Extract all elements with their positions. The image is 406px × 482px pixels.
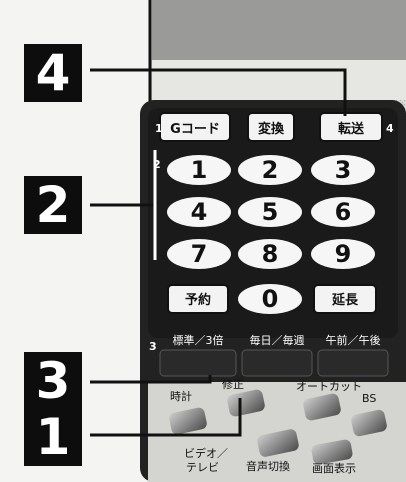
key-1[interactable] bbox=[167, 155, 231, 185]
callout-4: 4 bbox=[24, 44, 82, 102]
bs-button[interactable] bbox=[350, 409, 388, 438]
correct-button[interactable] bbox=[226, 388, 266, 417]
key-0[interactable] bbox=[238, 284, 302, 314]
henkan-button[interactable] bbox=[247, 112, 295, 142]
callout-3: 3 bbox=[24, 352, 82, 410]
tensou-button[interactable] bbox=[319, 112, 383, 142]
mode-button-row bbox=[159, 349, 389, 377]
standard-3x-label: 標準／3倍 bbox=[173, 333, 224, 347]
autocut-button[interactable] bbox=[302, 392, 342, 421]
key-9-label: 9 bbox=[335, 240, 352, 268]
tensou-label: 転送 bbox=[338, 121, 365, 137]
key-3-label: 3 bbox=[335, 156, 352, 184]
key-4-label: 4 bbox=[191, 198, 208, 226]
remote-top-texture bbox=[152, 0, 406, 60]
keypad-bottom-row bbox=[167, 284, 377, 314]
callout-2-number: 2 bbox=[35, 176, 71, 234]
remote-labels: 1 4 2 3 Gコード 変換 転送 1 2 3 4 5 6 7 8 9 予約 … bbox=[149, 121, 394, 475]
marker-bottom: 3 bbox=[149, 340, 157, 353]
leader-line-4 bbox=[90, 68, 347, 116]
top-button-row bbox=[159, 112, 383, 142]
henkan-label: 変換 bbox=[258, 121, 285, 137]
video-tv-label-line1: ビデオ／ bbox=[184, 446, 228, 460]
marker-top-right: 4 bbox=[386, 122, 394, 135]
leader-line-3 bbox=[90, 375, 212, 384]
video-tv-label-line2: テレビ bbox=[186, 461, 219, 474]
am-pm-button[interactable] bbox=[317, 349, 389, 377]
key-5-label: 5 bbox=[262, 198, 279, 226]
gcode-label: Gコード bbox=[170, 122, 220, 137]
yoyaku-label: 予約 bbox=[185, 292, 211, 308]
key-8-label: 8 bbox=[262, 240, 279, 268]
standard-3x-button[interactable] bbox=[159, 349, 237, 377]
autocut-label: オートカット bbox=[296, 380, 362, 393]
leader-line-1 bbox=[90, 398, 242, 437]
numpad bbox=[167, 155, 375, 269]
clock-label: 時計 bbox=[170, 389, 192, 403]
leader-lines bbox=[90, 68, 347, 437]
am-pm-label: 午前／午後 bbox=[326, 333, 381, 347]
key-2[interactable] bbox=[238, 155, 302, 185]
callout-1-number: 1 bbox=[35, 408, 71, 466]
daily-weekly-label: 毎日／毎週 bbox=[250, 334, 305, 347]
lower-buttons bbox=[168, 388, 388, 466]
key-7[interactable] bbox=[167, 239, 231, 269]
key-1-label: 1 bbox=[191, 156, 208, 184]
callout-3-number: 3 bbox=[35, 352, 71, 410]
callout-4-number: 4 bbox=[35, 44, 71, 102]
key-0-label: 0 bbox=[262, 285, 279, 313]
key-2-label: 2 bbox=[262, 156, 279, 184]
key-4[interactable] bbox=[167, 197, 231, 227]
correct-label: 修正 bbox=[222, 377, 244, 391]
display-button[interactable] bbox=[311, 439, 354, 466]
key-6[interactable] bbox=[311, 197, 375, 227]
key-5[interactable] bbox=[238, 197, 302, 227]
callout-2: 2 bbox=[24, 176, 82, 234]
marker-numpad: 2 bbox=[153, 158, 161, 171]
display-label: 画面表示 bbox=[312, 461, 356, 475]
audio-button[interactable] bbox=[256, 428, 300, 458]
key-8[interactable] bbox=[238, 239, 302, 269]
gcode-button[interactable] bbox=[159, 112, 231, 142]
marker-top-left: 1 bbox=[155, 122, 163, 135]
key-7-label: 7 bbox=[191, 240, 208, 268]
encho-label: 延長 bbox=[331, 292, 359, 308]
key-3[interactable] bbox=[311, 155, 375, 185]
clock-button[interactable] bbox=[168, 406, 208, 435]
callout-1: 1 bbox=[24, 408, 82, 466]
daily-weekly-button[interactable] bbox=[241, 349, 313, 377]
bs-label: BS bbox=[362, 392, 376, 405]
key-9[interactable] bbox=[311, 239, 375, 269]
encho-button[interactable] bbox=[313, 284, 377, 314]
yoyaku-button[interactable] bbox=[167, 284, 229, 314]
audio-label: 音声切換 bbox=[246, 459, 290, 473]
key-6-label: 6 bbox=[335, 198, 352, 226]
